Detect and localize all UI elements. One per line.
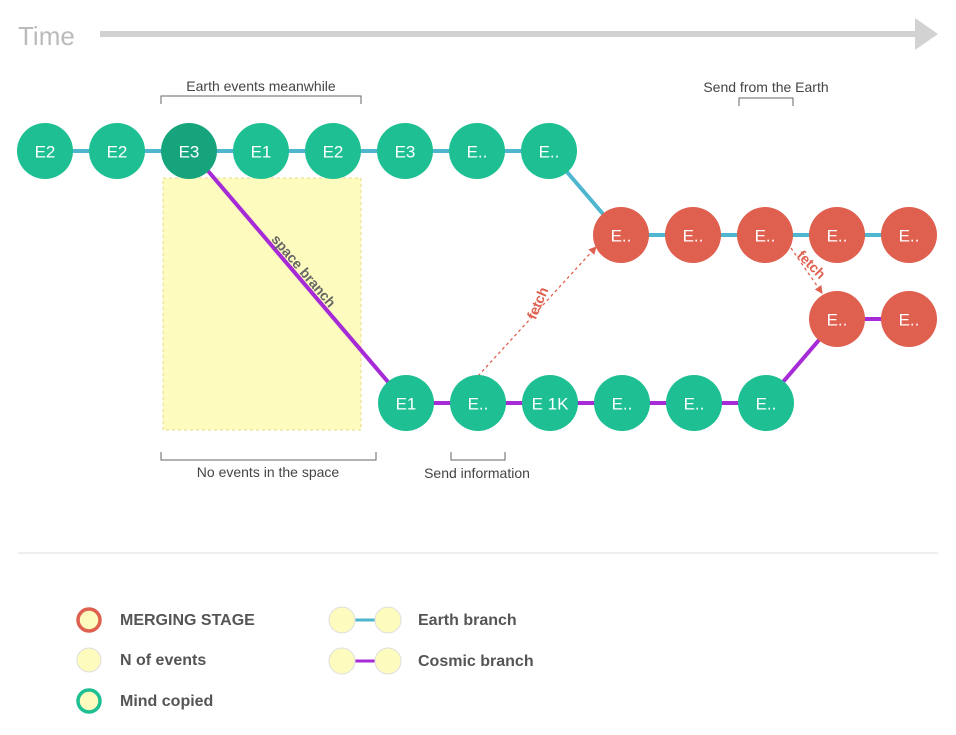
earth-events-label: Earth events meanwhile [186, 78, 336, 94]
earth-node-label: E2 [35, 143, 56, 162]
earth-events-bracket [160, 95, 362, 104]
cosmic-node-label: E.. [684, 395, 705, 414]
no-events-bracket [160, 452, 377, 461]
merge-row-2: E.. E.. [809, 291, 937, 347]
earth-node-label: E3 [179, 143, 200, 162]
earth-node: E2 [89, 123, 145, 179]
cosmic-node-label: E.. [468, 395, 489, 414]
fetch-arrow-1 [477, 246, 597, 377]
cosmic-node: E 1K [522, 375, 578, 431]
send-information-bracket [450, 452, 506, 461]
legend-cosmic-branch: Cosmic branch [418, 653, 534, 670]
merge-node-circle [737, 207, 793, 263]
cosmic-node-circle [594, 375, 650, 431]
earth-node-label: E.. [467, 143, 488, 162]
earth-branch-swatch [328, 606, 402, 634]
cosmic-branch-swatch [328, 647, 402, 675]
cosmic-node: E1 [378, 375, 434, 431]
cosmic-node: E.. [594, 375, 650, 431]
merge-node-2-circle [809, 291, 865, 347]
merging-stage-swatch [76, 607, 102, 633]
legend-n-events: N of events [120, 652, 206, 669]
cosmic-node-circle [666, 375, 722, 431]
no-events-region [162, 177, 362, 431]
merge-node: E.. [593, 207, 649, 263]
earth-node-circle [233, 123, 289, 179]
merge-node-2-label: E.. [899, 311, 920, 330]
time-arrow [100, 18, 938, 50]
earth-node: E3 [377, 123, 433, 179]
merge-node: E.. [665, 207, 721, 263]
cosmic-node-circle [450, 375, 506, 431]
legend: MERGING STAGE N of events Mind copied Ea… [76, 606, 534, 714]
merge-node-circle [809, 207, 865, 263]
earth-node: E1 [233, 123, 289, 179]
earth-node-circle [89, 123, 145, 179]
earth-node-circle [377, 123, 433, 179]
earth-node: E3 [161, 123, 217, 179]
merge-node: E.. [809, 207, 865, 263]
cosmic-node-circle [738, 375, 794, 431]
earth-node: E2 [305, 123, 361, 179]
earth-node-circle [305, 123, 361, 179]
legend-earth-branch: Earth branch [418, 612, 517, 629]
merge-node-2-circle [881, 291, 937, 347]
earth-node: E.. [449, 123, 505, 179]
cosmic-node-label: E.. [612, 395, 633, 414]
merge-node-circle [665, 207, 721, 263]
brackets [160, 95, 794, 461]
no-events-label: No events in the space [197, 464, 340, 480]
mind-copied-swatch [76, 688, 102, 714]
merge-node-2-label: E.. [827, 311, 848, 330]
cosmic-node-circle [522, 375, 578, 431]
earth-node-label: E.. [539, 143, 560, 162]
merge-node-label: E.. [827, 227, 848, 246]
earth-node-label: E1 [251, 143, 272, 162]
n-events-swatch [76, 647, 102, 673]
earth-node-circle [521, 123, 577, 179]
earth-node-label: E2 [323, 143, 344, 162]
time-title: Time [18, 21, 75, 51]
cosmic-node: E.. [666, 375, 722, 431]
fetch-label-1: fetch [523, 285, 551, 322]
merge-node: E.. [737, 207, 793, 263]
earth-node-circle [449, 123, 505, 179]
merge-node-label: E.. [611, 227, 632, 246]
send-from-earth-bracket [738, 97, 794, 106]
cosmic-node-label: E 1K [532, 395, 570, 414]
earth-node: E.. [521, 123, 577, 179]
earth-node-label: E2 [107, 143, 128, 162]
send-from-earth-label: Send from the Earth [703, 79, 828, 95]
space-branch-line [189, 149, 408, 405]
legend-merging-stage: MERGING STAGE [120, 612, 255, 629]
send-information-label: Send information [424, 465, 530, 481]
earth-node: E2 [17, 123, 73, 179]
earth-node-label: E3 [395, 143, 416, 162]
merge-node-2: E.. [881, 291, 937, 347]
merge-node-2: E.. [809, 291, 865, 347]
earth-node-circle [161, 123, 217, 179]
cosmic-node-circle [378, 375, 434, 431]
merge-row: E.. E.. E.. E.. E.. [593, 207, 937, 263]
earth-node-circle [17, 123, 73, 179]
cosmic-node-label: E1 [396, 395, 417, 414]
cosmic-node-label: E.. [756, 395, 777, 414]
cosmic-node: E.. [738, 375, 794, 431]
merge-node-label: E.. [899, 227, 920, 246]
merge-node-circle [881, 207, 937, 263]
earth-row: E2 E2 E3 E1 E2 E3 E.. E.. [17, 123, 577, 179]
legend-mind-copied: Mind copied [120, 693, 213, 710]
merge-node-circle [593, 207, 649, 263]
merge-node-label: E.. [683, 227, 704, 246]
cosmic-node: E.. [450, 375, 506, 431]
cosmic-row: E1 E.. E 1K E.. E.. E.. [378, 375, 794, 431]
merge-node: E.. [881, 207, 937, 263]
merge-node-label: E.. [755, 227, 776, 246]
